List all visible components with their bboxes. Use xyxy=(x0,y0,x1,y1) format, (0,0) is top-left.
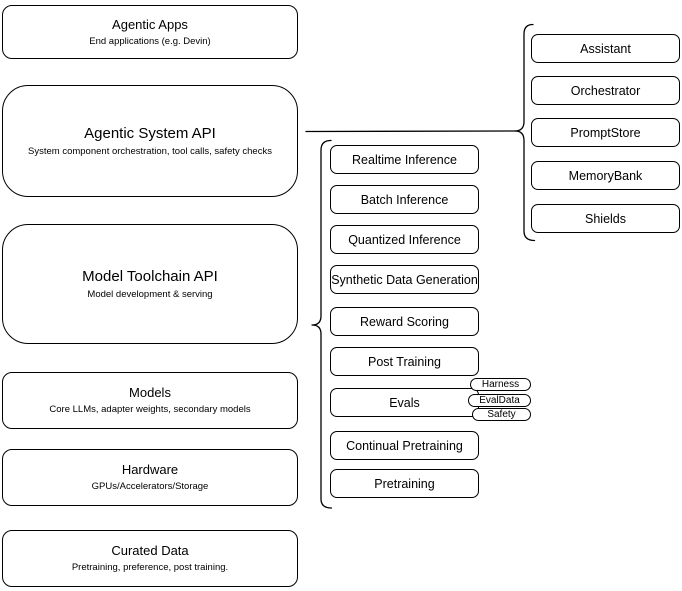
node-quantized-inference: Quantized Inference xyxy=(330,225,479,254)
box-title: Agentic Apps xyxy=(112,16,188,32)
node-evals: Evals xyxy=(330,388,479,417)
box-title: Model Toolchain API xyxy=(82,267,218,285)
box-label: Assistant xyxy=(580,41,631,56)
box-title: Agentic System API xyxy=(84,124,216,142)
node-assistant: Assistant xyxy=(531,34,680,63)
node-agentic-system-api: Agentic System API System component orch… xyxy=(2,85,298,197)
node-agentic-apps: Agentic Apps End applications (e.g. Devi… xyxy=(2,5,298,59)
box-label: MemoryBank xyxy=(568,168,643,183)
node-post-training: Post Training xyxy=(330,347,479,376)
box-label: Realtime Inference xyxy=(352,152,457,167)
box-label: Post Training xyxy=(368,354,441,369)
node-orchestrator: Orchestrator xyxy=(531,76,680,105)
box-title: Models xyxy=(129,385,171,400)
box-subtitle: System component orchestration, tool cal… xyxy=(28,145,272,157)
box-label: Orchestrator xyxy=(570,83,641,98)
tag-safety: Safety xyxy=(472,408,531,421)
box-title: Curated Data xyxy=(111,543,189,558)
middle-group-bracket xyxy=(311,139,333,509)
node-models: Models Core LLMs, adapter weights, secon… xyxy=(2,372,298,429)
node-synthetic-data-generation: Synthetic Data Generation xyxy=(330,265,479,294)
box-subtitle: Model development & serving xyxy=(87,288,213,300)
box-label: Pretraining xyxy=(374,476,435,491)
box-label: Reward Scoring xyxy=(360,314,449,329)
box-subtitle: Core LLMs, adapter weights, secondary mo… xyxy=(49,404,251,415)
node-curated-data: Curated Data Pretraining, preference, po… xyxy=(2,530,298,587)
box-label: Batch Inference xyxy=(360,192,449,207)
node-shields: Shields xyxy=(531,204,680,233)
box-label: Quantized Inference xyxy=(348,232,461,247)
node-hardware: Hardware GPUs/Accelerators/Storage xyxy=(2,449,298,506)
node-batch-inference: Batch Inference xyxy=(330,185,479,214)
node-model-toolchain-api: Model Toolchain API Model development & … xyxy=(2,224,298,344)
box-subtitle: End applications (e.g. Devin) xyxy=(89,35,211,47)
tag-label: Safety xyxy=(487,409,516,420)
box-label: Shields xyxy=(585,211,626,226)
tag-label: Harness xyxy=(481,379,520,390)
connector-line xyxy=(305,130,516,133)
box-label: Synthetic Data Generation xyxy=(331,272,478,287)
box-subtitle: Pretraining, preference, post training. xyxy=(71,562,229,573)
node-pretraining: Pretraining xyxy=(330,469,479,498)
tag-label: EvalData xyxy=(479,395,520,406)
box-label: Evals xyxy=(389,395,420,410)
node-continual-pretraining: Continual Pretraining xyxy=(330,431,479,460)
box-title: Hardware xyxy=(121,462,179,477)
node-promptstore: PromptStore xyxy=(531,118,680,147)
box-label: PromptStore xyxy=(570,125,641,140)
node-memorybank: MemoryBank xyxy=(531,161,680,190)
node-realtime-inference: Realtime Inference xyxy=(330,145,479,174)
box-label: Continual Pretraining xyxy=(346,438,463,453)
tag-evaldata: EvalData xyxy=(468,394,531,407)
node-reward-scoring: Reward Scoring xyxy=(330,307,479,336)
box-subtitle: GPUs/Accelerators/Storage xyxy=(91,481,209,492)
tag-harness: Harness xyxy=(470,378,531,391)
